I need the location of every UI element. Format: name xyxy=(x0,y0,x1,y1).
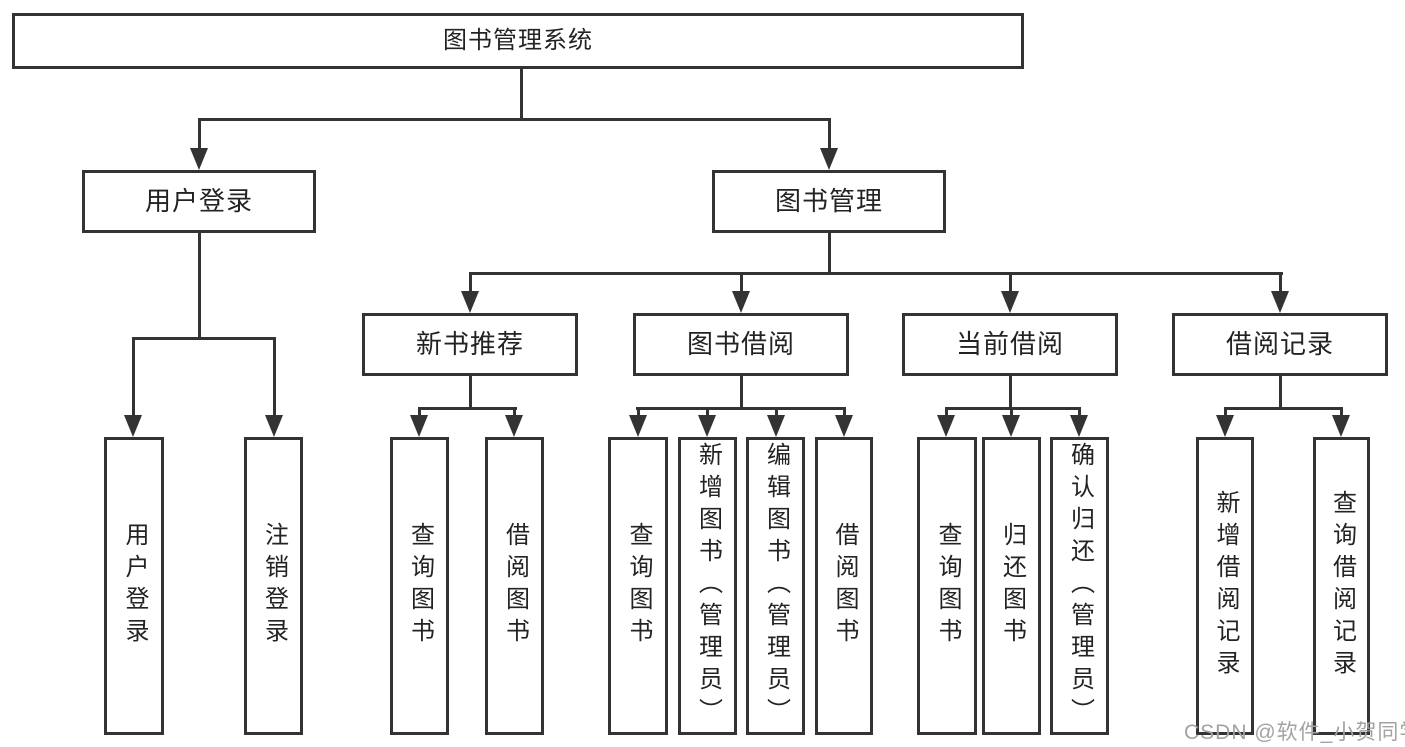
connector-line xyxy=(1009,272,1012,294)
connector-line xyxy=(132,337,135,417)
connector-line xyxy=(198,231,201,339)
leaf-recommend-borrow-books: 借阅图书 xyxy=(485,437,544,735)
leaf-current-query-books: 查询图书 xyxy=(917,437,977,735)
connector-line xyxy=(828,118,831,151)
leaf-records-query-record: 查询借阅记录 xyxy=(1313,437,1370,735)
node-borrowing-records: 借阅记录 xyxy=(1172,313,1388,376)
csdn-watermark: CSDN @软件_小贺同学 xyxy=(1184,721,1405,744)
arrow-down-icon xyxy=(505,415,523,437)
arrow-down-icon xyxy=(629,415,647,437)
arrow-down-icon xyxy=(698,415,716,437)
connector-line xyxy=(775,407,778,418)
leaf-borrow-query-books: 查询图书 xyxy=(608,437,668,735)
connector-line xyxy=(828,231,831,275)
node-book-management: 图书管理 xyxy=(712,170,946,233)
leaf-current-return-books: 归还图书 xyxy=(982,437,1041,735)
connector-line xyxy=(1279,374,1282,409)
node-new-book-recommendation: 新书推荐 xyxy=(362,313,578,376)
connector-line xyxy=(469,374,472,409)
connector-line xyxy=(740,374,743,409)
connector-line xyxy=(1279,272,1282,294)
arrow-down-icon xyxy=(124,415,142,437)
connector-line xyxy=(637,407,640,418)
connector-line xyxy=(740,272,743,294)
leaf-borrow-borrow-books: 借阅图书 xyxy=(815,437,873,735)
arrow-down-icon xyxy=(1070,415,1088,437)
connector-line xyxy=(520,66,523,120)
arrow-down-icon xyxy=(937,415,955,437)
connector-line xyxy=(273,337,276,417)
connector-line xyxy=(418,407,517,410)
leaf-recommend-query-books: 查询图书 xyxy=(390,437,449,735)
leaf-borrow-add-books-admin: 新增图书（管理员） xyxy=(678,437,737,735)
leaf-user-login: 用户登录 xyxy=(104,437,164,735)
arrow-down-icon xyxy=(1271,291,1289,313)
arrow-down-icon xyxy=(1216,415,1234,437)
connector-line xyxy=(198,118,201,151)
connector-line xyxy=(1340,407,1343,418)
leaf-current-confirm-return-admin: 确认归还（管理员） xyxy=(1050,437,1109,735)
connector-line xyxy=(1009,374,1012,409)
connector-line xyxy=(198,118,831,121)
connector-line xyxy=(469,272,1283,275)
arrow-down-icon xyxy=(1002,415,1020,437)
arrow-down-icon xyxy=(265,415,283,437)
node-book-borrowing: 图书借阅 xyxy=(633,313,849,376)
connector-line xyxy=(1224,407,1343,410)
connector-line xyxy=(1010,407,1013,418)
leaf-logout: 注销登录 xyxy=(244,437,303,735)
connector-line xyxy=(469,272,472,294)
arrow-down-icon xyxy=(410,415,428,437)
connector-line xyxy=(945,407,1081,410)
node-library-system: 图书管理系统 xyxy=(12,13,1024,69)
arrow-down-icon xyxy=(732,291,750,313)
connector-line xyxy=(706,407,709,418)
connector-line xyxy=(132,337,276,340)
arrow-down-icon xyxy=(461,291,479,313)
arrow-down-icon xyxy=(835,415,853,437)
node-current-borrowing: 当前借阅 xyxy=(902,313,1118,376)
connector-line xyxy=(418,407,421,418)
arrow-down-icon xyxy=(820,148,838,170)
connector-line xyxy=(843,407,846,418)
connector-line xyxy=(1078,407,1081,418)
arrow-down-icon xyxy=(767,415,785,437)
leaf-borrow-edit-books-admin: 编辑图书（管理员） xyxy=(746,437,805,735)
connector-line xyxy=(513,407,516,418)
arrow-down-icon xyxy=(190,148,208,170)
node-user-login: 用户登录 xyxy=(82,170,316,233)
leaf-records-add-record: 新增借阅记录 xyxy=(1196,437,1254,735)
arrow-down-icon xyxy=(1332,415,1350,437)
connector-line xyxy=(1224,407,1227,418)
arrow-down-icon xyxy=(1001,291,1019,313)
connector-line xyxy=(636,407,846,410)
connector-line xyxy=(945,407,948,418)
